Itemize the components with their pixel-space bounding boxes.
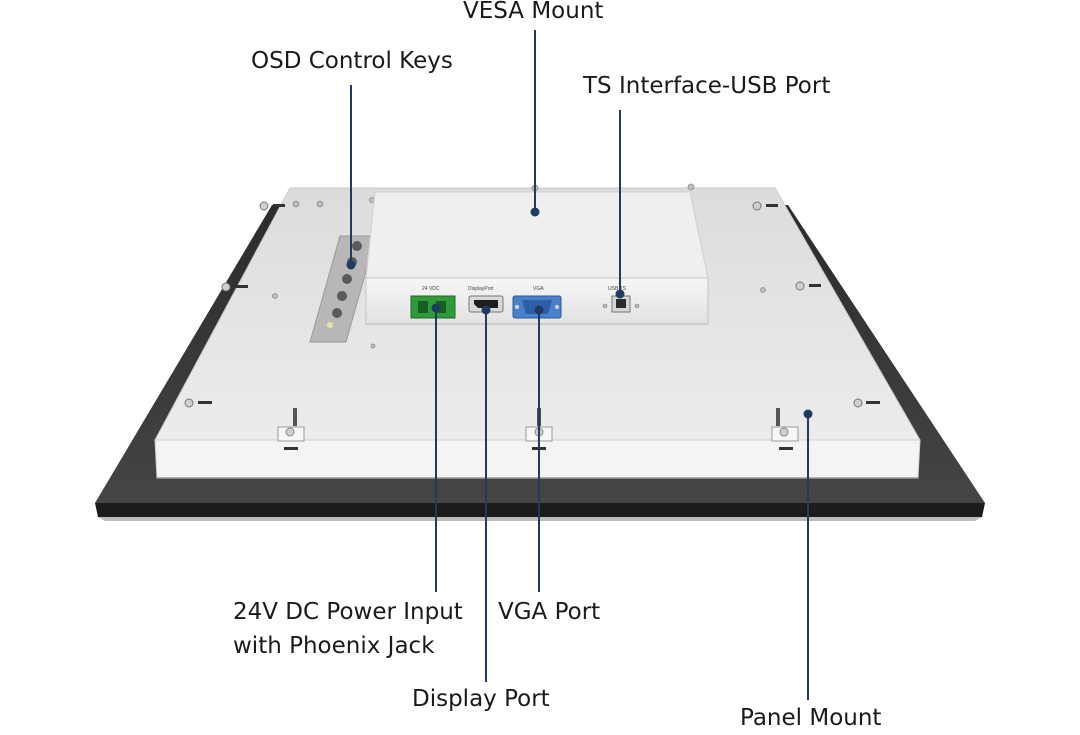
panel-mount-clip [771, 408, 799, 450]
callout-vesa-mount: VESA Mount [463, 0, 604, 24]
displayport-label: DisplayPort [468, 286, 494, 292]
power-port-label: 24 VDC [422, 286, 440, 292]
leader-display-port [481, 305, 491, 682]
panel-mount-clip [277, 408, 305, 450]
leader-power-input [431, 303, 441, 592]
vga-port-label: VGA [533, 286, 544, 292]
callout-power-input: 24V DC Power Input with Phoenix Jack [233, 595, 463, 663]
osd-key-icon [332, 241, 362, 318]
leader-osd-control-keys [346, 85, 356, 270]
callout-ts-usb-port: TS Interface-USB Port [583, 73, 831, 99]
leader-panel-mount [803, 409, 813, 700]
leader-vesa-mount [530, 30, 540, 217]
leader-lines [346, 30, 813, 700]
leader-ts-usb-port [615, 110, 625, 299]
callout-display-port: Display Port [412, 686, 550, 712]
usb-port-label: USB TS [608, 286, 627, 292]
callout-power-input-line2: with Phoenix Jack [233, 633, 435, 659]
callout-vga-port: VGA Port [498, 599, 601, 625]
callout-osd-control-keys: OSD Control Keys [251, 48, 453, 74]
osd-keypad [309, 235, 377, 343]
leader-vga-port [534, 305, 544, 592]
callout-panel-mount: Panel Mount [740, 705, 882, 731]
usb-b-connector-icon [602, 295, 640, 313]
side-clips [184, 201, 880, 408]
callout-power-input-line1: 24V DC Power Input [233, 599, 463, 625]
